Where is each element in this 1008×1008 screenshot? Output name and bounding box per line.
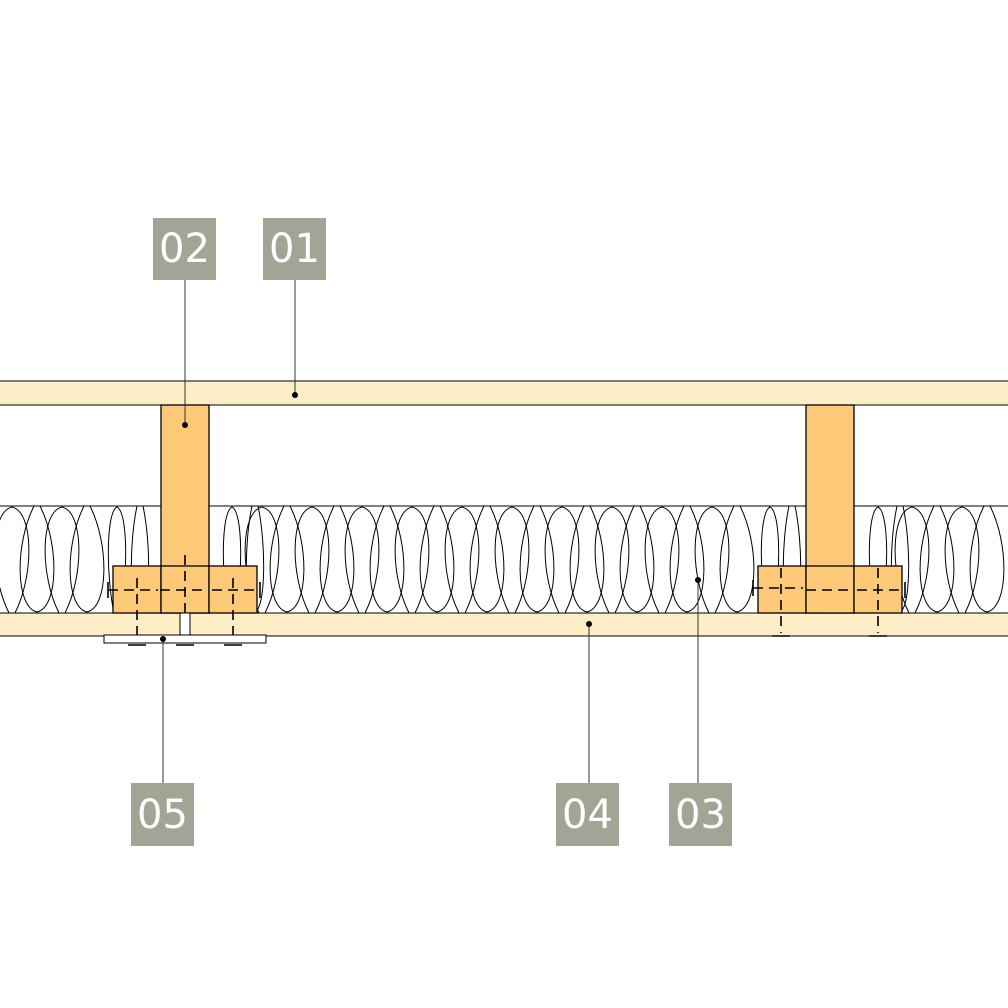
insulation-loop — [319, 505, 355, 613]
insulation-loop — [69, 505, 105, 613]
label-04-text: 04 — [562, 792, 613, 838]
insulation-loop — [694, 506, 730, 614]
left-stud-assembly — [103, 404, 267, 646]
insulation-loop — [969, 505, 1005, 613]
insulation-loop — [394, 506, 430, 614]
insulation-loop — [544, 506, 580, 614]
label-03: 03 — [669, 783, 732, 846]
right-stud-assembly — [752, 404, 906, 637]
leader-lines — [160, 280, 701, 783]
insulation-loop — [344, 506, 380, 614]
insulation-loop — [669, 505, 705, 613]
insulation-loop — [369, 505, 405, 613]
left-batten-a — [112, 565, 162, 614]
insulation-loop — [19, 505, 55, 613]
bottom-board — [0, 612, 1008, 637]
insulation-loop — [919, 505, 955, 613]
label-05-text: 05 — [137, 792, 188, 838]
insulation-loop — [44, 506, 80, 614]
insulation-loop — [719, 505, 755, 613]
insulation-loop — [944, 506, 980, 614]
label-02-text: 02 — [159, 226, 210, 272]
insulation-loop — [419, 505, 455, 613]
insulation-loop — [619, 505, 655, 613]
insulation-loop — [644, 506, 680, 614]
label-01-text: 01 — [269, 226, 320, 272]
resilient-bar — [103, 634, 267, 644]
bar-web — [179, 612, 191, 636]
insulation-loop — [594, 506, 630, 614]
insulation-loop — [494, 506, 530, 614]
insulation-loop — [294, 506, 330, 614]
insulation-loop — [269, 505, 305, 613]
label-02: 02 — [153, 218, 216, 280]
insulation-loop — [569, 505, 605, 613]
top-board — [0, 380, 1008, 406]
insulation-loop — [0, 506, 30, 614]
right-batten-a — [757, 565, 807, 614]
label-01: 01 — [263, 218, 326, 280]
label-03-text: 03 — [675, 792, 726, 838]
label-04: 04 — [556, 783, 619, 846]
insulation-loop — [444, 506, 480, 614]
insulation-loop — [469, 505, 505, 613]
label-05: 05 — [131, 783, 194, 846]
insulation-loop — [519, 505, 555, 613]
